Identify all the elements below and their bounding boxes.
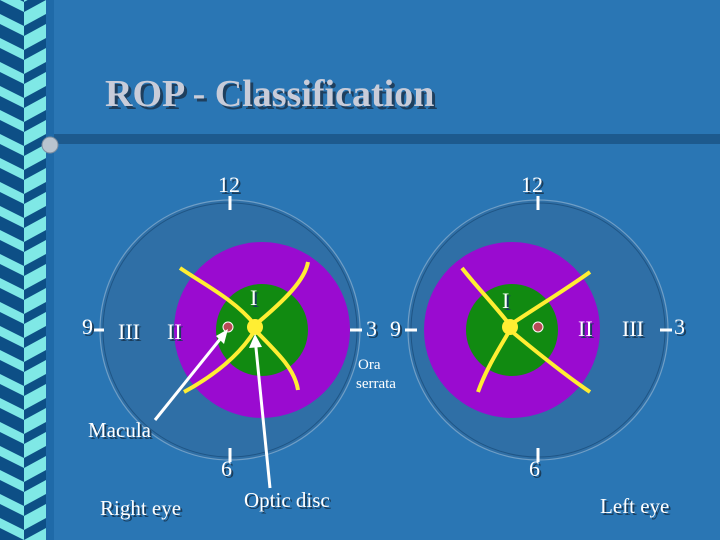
sidebar-chevron-shadow	[24, 254, 46, 276]
right-eye-macula	[222, 321, 234, 333]
left-eye-label: Left eye	[600, 494, 670, 518]
right-eye-clock-9: 9	[82, 314, 93, 339]
left-eye-clock-6: 6	[529, 456, 540, 481]
sidebar-chevron	[0, 302, 24, 324]
sidebar-chevron-shadow	[24, 518, 46, 540]
sidebar-chevron-shadow	[24, 350, 46, 372]
right-eye-zone-III-label: III	[118, 319, 140, 344]
sidebar-chevron	[0, 422, 24, 444]
left-eye-vessel	[476, 328, 512, 393]
sidebar-chevron	[0, 470, 24, 492]
sidebar-chevron	[0, 254, 24, 276]
sidebar-chevron-shadow	[24, 446, 46, 468]
ora-serrata-label-line2: serrata	[356, 376, 396, 392]
sidebar-strip-edge	[46, 0, 54, 540]
sidebar-chevron-shadow	[24, 302, 46, 324]
left-eye-clock-12: 12	[521, 172, 543, 197]
left-eye-optic-disc	[502, 319, 518, 335]
sidebar-chevron-shadow	[24, 398, 46, 420]
left-eye-macula	[532, 321, 544, 333]
sidebar-chevron-shadow	[24, 326, 46, 348]
sidebar-chevron	[0, 134, 24, 156]
optic-disc-label: Optic disc	[244, 488, 330, 512]
macula-arrowhead	[216, 329, 228, 344]
sidebar-chevron	[0, 230, 24, 252]
right-eye-vessel	[253, 328, 300, 391]
right-eye-vessel	[178, 266, 257, 327]
sidebar-chevron-shadow	[24, 422, 46, 444]
left-eye-clock-3: 3	[674, 314, 685, 339]
sidebar-chevron-shadow	[24, 374, 46, 396]
sidebar-chevron	[0, 206, 24, 228]
macula-leader-line	[153, 332, 227, 421]
sidebar-chevron-shadow	[24, 0, 46, 12]
macula-label: Macula	[88, 418, 151, 442]
optic-disc-leader-line	[253, 337, 272, 489]
left-eye-vessel	[460, 266, 512, 327]
right-eye-clock-3: 3	[366, 316, 377, 341]
left-eye-zone-III-label: III	[622, 316, 644, 341]
right-eye-zone-II-label: II	[167, 319, 182, 344]
rule-knob	[41, 136, 59, 154]
left-eye-vessel	[508, 328, 592, 394]
sidebar-chevron-shadow	[24, 206, 46, 228]
left-eye-diagram	[405, 196, 672, 462]
sidebar-chevron-shadow	[24, 278, 46, 300]
sidebar-chevron-shadow	[24, 494, 46, 516]
slide-title: ROP - Classification	[105, 73, 435, 115]
sidebar-chevron-shadow	[24, 230, 46, 252]
sidebar-chevron	[0, 494, 24, 516]
sidebar-chevron	[0, 446, 24, 468]
sidebar-chevrons	[0, 0, 46, 540]
right-eye-clock-12: 12	[218, 172, 240, 197]
right-eye-label: Right eye	[100, 496, 182, 520]
sidebar-chevron-shadow	[24, 110, 46, 132]
sidebar-chevron	[0, 518, 24, 540]
right-eye-vessel	[183, 328, 257, 394]
sidebar-chevron-shadow	[24, 38, 46, 60]
ora-serrata-label-line1: Ora	[358, 357, 381, 373]
sidebar-chevron-shadow	[24, 86, 46, 108]
sidebar-chevron	[0, 14, 24, 36]
right-eye-clock-6: 6	[221, 456, 232, 481]
right-eye-diagram	[92, 196, 362, 462]
sidebar-chevron	[0, 398, 24, 420]
optic-disc-arrowhead	[249, 334, 262, 348]
right-eye-optic-disc	[247, 319, 263, 335]
sidebar-chevron	[0, 62, 24, 84]
title-rule	[54, 134, 720, 144]
sidebar-chevron	[0, 86, 24, 108]
right-eye-zone-I-label: I	[250, 285, 258, 310]
sidebar-chevron-shadow	[24, 182, 46, 204]
left-eye-zone-II-label: II	[578, 316, 593, 341]
sidebar-chevron-shadow	[24, 158, 46, 180]
sidebar-chevron	[0, 158, 24, 180]
sidebar-chevron-shadow	[24, 14, 46, 36]
sidebar-chevron-shadow	[24, 470, 46, 492]
left-eye-zone-I-label: I	[502, 288, 510, 313]
right-eye-vessel	[253, 261, 310, 327]
sidebar-chevron	[0, 38, 24, 60]
sidebar-chevron	[0, 326, 24, 348]
sidebar-chevron	[0, 182, 24, 204]
sidebar-decoration	[0, 0, 54, 540]
sidebar-chevron	[0, 374, 24, 396]
sidebar-chevron	[0, 0, 24, 12]
sidebar-chevron	[0, 278, 24, 300]
left-eye-vessel	[508, 270, 592, 327]
left-eye-clock-9: 9	[390, 316, 401, 341]
sidebar-chevron	[0, 110, 24, 132]
sidebar-chevron-shadow	[24, 134, 46, 156]
sidebar-chevron-shadow	[24, 62, 46, 84]
sidebar-chevron	[0, 350, 24, 372]
